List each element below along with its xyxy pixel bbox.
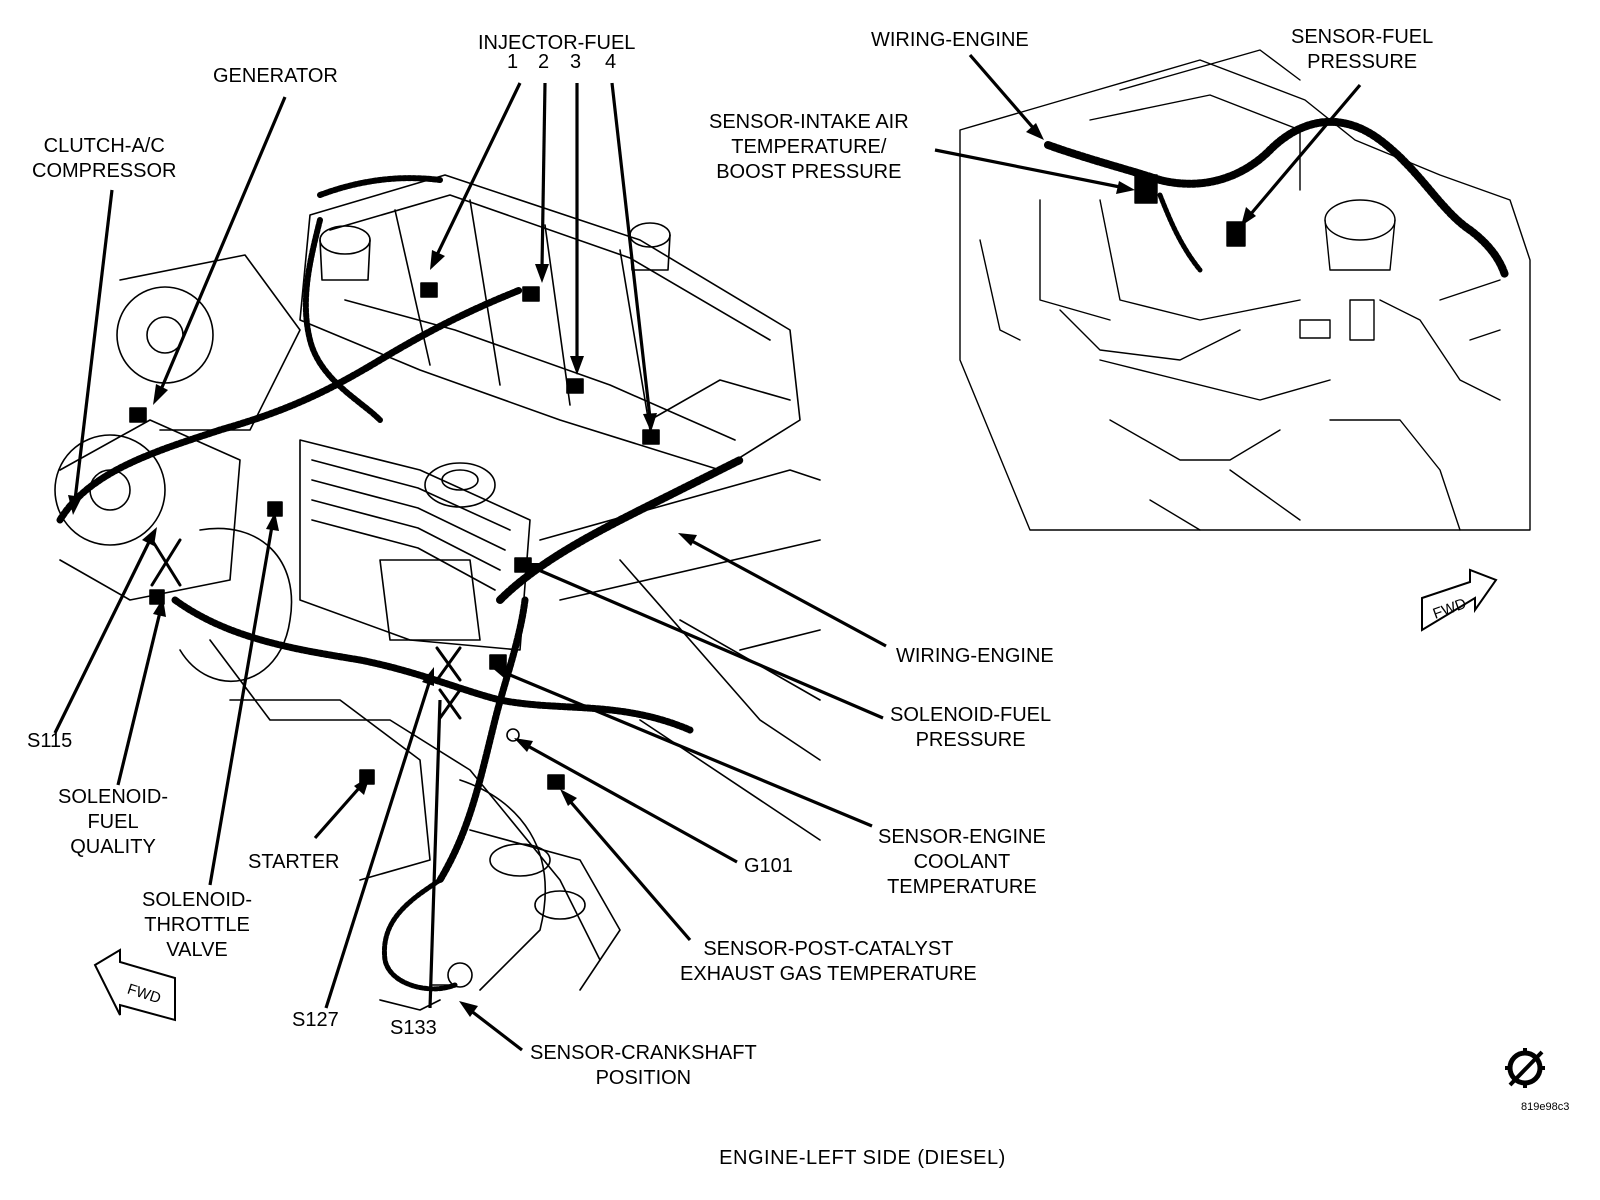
label-clutch-ac-compressor: CLUTCH-A/C COMPRESSOR — [32, 135, 177, 182]
label-solenoid-throttle-valve: SOLENOID- THROTTLE VALVE — [142, 889, 253, 961]
label-solenoid-fuel-pressure: SOLENOID-FUEL PRESSURE — [890, 704, 1052, 751]
engine-illustration — [54, 174, 821, 1011]
label-s133: S133 — [390, 1017, 437, 1039]
label-wiring-engine-inset: WIRING-ENGINE — [871, 29, 1029, 51]
image-code: 819e98c3 — [1521, 1101, 1570, 1113]
injector-fuel-title: INJECTOR-FUEL — [478, 32, 636, 54]
engine-symbol-icon — [1505, 1048, 1545, 1088]
label-wiring-engine-main: WIRING-ENGINE — [896, 645, 1054, 667]
injector-number-4: 4 — [605, 51, 617, 73]
inset-illustration — [959, 49, 1531, 531]
label-starter: STARTER — [248, 851, 340, 873]
injector-number-2: 2 — [538, 51, 550, 73]
label-s127: S127 — [292, 1009, 339, 1031]
label-sensor-intake-air-temp-boost: SENSOR-INTAKE AIR TEMPERATURE/ BOOST PRE… — [709, 111, 909, 183]
figure-title: ENGINE-LEFT SIDE (DIESEL) — [719, 1147, 1006, 1169]
label-solenoid-fuel-quality: SOLENOID- FUEL QUALITY — [58, 786, 169, 858]
fwd-arrow-inset: FWD — [1421, 568, 1498, 632]
label-sensor-crankshaft-position: SENSOR-CRANKSHAFT POSITION — [530, 1042, 757, 1089]
label-generator: GENERATOR — [213, 65, 338, 87]
label-sensor-engine-coolant-temperature: SENSOR-ENGINE COOLANT TEMPERATURE — [878, 826, 1046, 898]
label-sensor-fuel-pressure: SENSOR-FUEL PRESSURE — [1291, 26, 1434, 73]
label-g101: G101 — [744, 855, 793, 877]
fwd-arrow-main: FWD — [93, 948, 176, 1022]
injector-number-1: 1 — [507, 51, 519, 73]
injector-number-3: 3 — [570, 51, 582, 73]
label-s115: S115 — [27, 730, 73, 752]
leader-lines — [53, 53, 1362, 1052]
label-sensor-post-catalyst-egt: SENSOR-POST-CATALYST EXHAUST GAS TEMPERA… — [680, 938, 977, 985]
